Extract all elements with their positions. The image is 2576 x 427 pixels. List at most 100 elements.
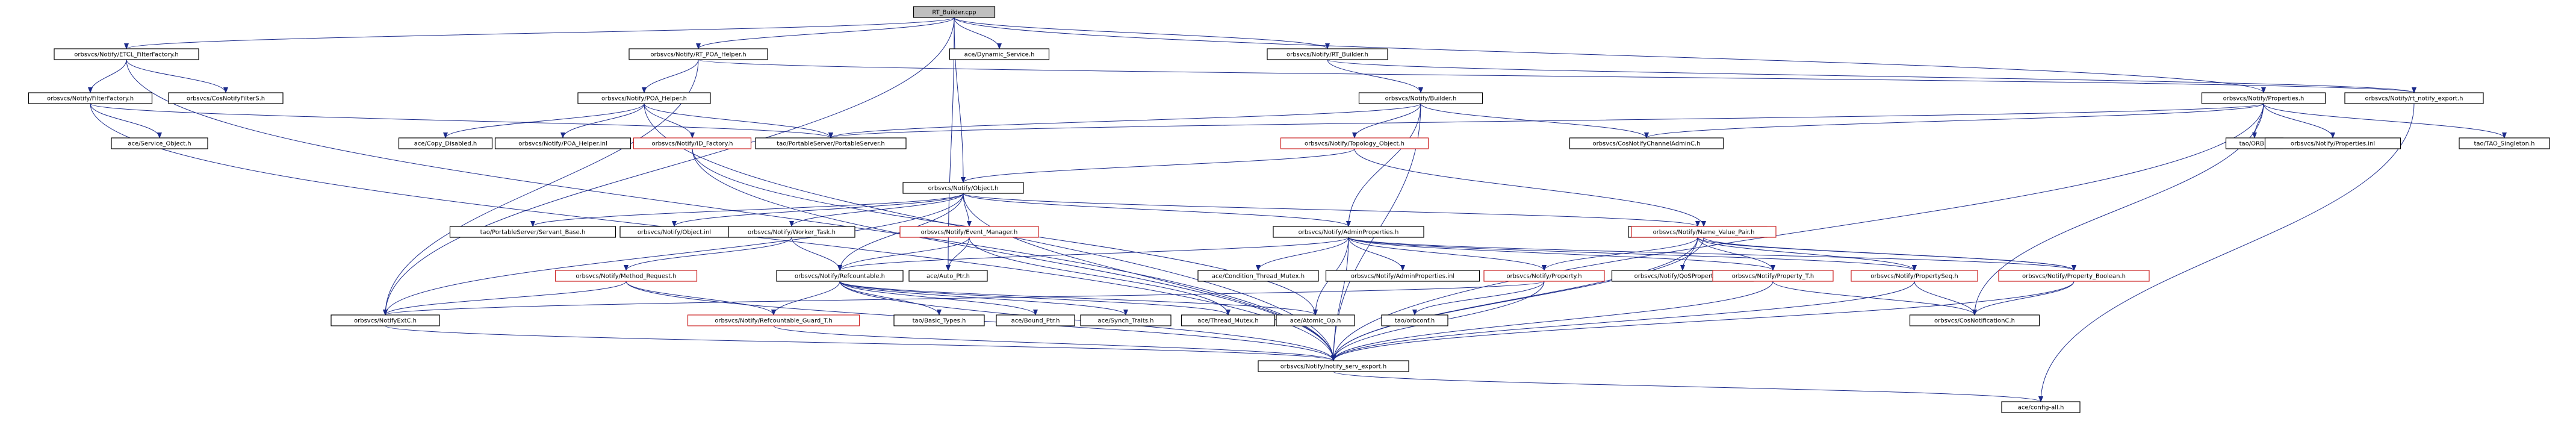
node-worker_task[interactable]: orbsvcs/Notify/Worker_Task.h (728, 226, 855, 238)
node-dynamic_service[interactable]: ace/Dynamic_Service.h (949, 48, 1050, 60)
node-synch_traits[interactable]: ace/Synch_Traits.h (1080, 314, 1172, 326)
edge-filterfactory-to-portableserver (90, 103, 833, 139)
node-box (902, 182, 1024, 194)
node-portableserver[interactable]: tao/PortableServer/PortableServer.h (755, 137, 907, 149)
node-box (168, 92, 284, 104)
node-cosnotificationc[interactable]: orbsvcs/CosNotificationC.h (1909, 314, 2040, 326)
node-box (1197, 270, 1319, 282)
node-property_boolean[interactable]: orbsvcs/Notify/Property_Boolean.h (1998, 270, 2150, 282)
node-basic_types[interactable]: tao/Basic_Types.h (893, 314, 985, 326)
node-id_factory[interactable]: orbsvcs/Notify/ID_Factory.h (633, 137, 752, 149)
edge-poa_helper-to-copy_disabled (443, 103, 645, 139)
node-extc[interactable]: orbsvcs/NotifyExtC.h (331, 314, 440, 326)
node-label: orbsvcs/Notify/Property_T.h (1732, 273, 1814, 280)
node-rt_notify_export[interactable]: orbsvcs/Notify/rt_notify_export.h (2344, 92, 2484, 104)
node-condition_thread_mutex[interactable]: ace/Condition_Thread_Mutex.h (1197, 270, 1319, 282)
node-name_value_pair[interactable]: orbsvcs/Notify/Name_Value_Pair.h (1631, 226, 1777, 238)
node-label: orbsvcs/Notify/Property_Boolean.h (2022, 273, 2126, 280)
node-etcl_filterfactory[interactable]: orbsvcs/Notify/ETCL_FilterFactory.h (54, 48, 199, 60)
node-box (1569, 137, 1724, 149)
node-label: orbsvcs/Notify/Method_Request.h (576, 273, 676, 280)
node-label: orbsvcs/Notify/Properties.h (2223, 96, 2304, 102)
edge-rt_builder_cpp-to-extc (383, 17, 955, 316)
node-properties_h[interactable]: orbsvcs/Notify/Properties.h (2201, 92, 2326, 104)
node-label: orbsvcs/Notify/Object.h (928, 185, 999, 192)
node-adminproperties[interactable]: orbsvcs/Notify/AdminProperties.h (1273, 226, 1424, 238)
node-orbconf[interactable]: tao/orbconf.h (1381, 314, 1448, 326)
edge-rt_builder_cpp-to-etcl_filterfactory (124, 17, 955, 49)
node-property_h[interactable]: orbsvcs/Notify/Property.h (1483, 270, 1605, 282)
node-cosnotifyfilters[interactable]: orbsvcs/CosNotifyFilterS.h (168, 92, 284, 104)
edge-adminproperties-to-condition_thread_mutex (1256, 237, 1349, 271)
node-label: orbsvcs/Notify/notify_serv_export.h (1280, 364, 1386, 370)
node-refcountable[interactable]: orbsvcs/Notify/Refcountable.h (776, 270, 904, 282)
node-label: orbsvcs/Notify/Builder.h (1385, 96, 1457, 102)
node-adminproperties_inl[interactable]: orbsvcs/Notify/AdminProperties.inl (1325, 270, 1480, 282)
node-label: orbsvcs/Notify/POA_Helper.inl (518, 141, 607, 148)
edge-adminproperties-to-property_h (1348, 237, 1547, 271)
node-auto_ptr[interactable]: ace/Auto_Ptr.h (908, 270, 988, 282)
node-box (899, 226, 1039, 238)
node-box (28, 92, 153, 104)
edge-name_value_pair-to-notify_serv_export (1331, 237, 1704, 361)
edge-adminproperties-to-refcountable (837, 237, 1349, 271)
node-filterfactory[interactable]: orbsvcs/Notify/FilterFactory.h (28, 92, 153, 104)
node-service_object[interactable]: ace/Service_Object.h (111, 137, 208, 149)
edge-event_manager-to-thread_mutex (969, 237, 1231, 316)
node-box (2001, 401, 2081, 413)
node-label: RT_Builder.cpp (932, 10, 976, 16)
node-atomic_op[interactable]: ace/Atomic_Op.h (1276, 314, 1355, 326)
node-thread_mutex[interactable]: ace/Thread_Mutex.h (1181, 314, 1276, 326)
edge-object_h-to-event_manager (963, 193, 972, 227)
node-rt_poa_helper[interactable]: orbsvcs/Notify/RT_POA_Helper.h (628, 48, 768, 60)
node-box (2344, 92, 2484, 104)
node-event_manager[interactable]: orbsvcs/Notify/Event_Manager.h (899, 226, 1039, 238)
edge-topology_object-to-object_h (961, 148, 1355, 183)
node-box (577, 92, 711, 104)
node-label: tao/PortableServer/Servant_Base.h (480, 229, 586, 236)
edges-layer (88, 17, 2507, 402)
edge-object_h-to-object_inl (672, 193, 964, 227)
node-property_t[interactable]: orbsvcs/Notify/Property_T.h (1712, 270, 1834, 282)
node-poa_helper_inl[interactable]: orbsvcs/Notify/POA_Helper.inl (494, 137, 632, 149)
node-object_h[interactable]: orbsvcs/Notify/Object.h (902, 182, 1024, 194)
node-method_request[interactable]: orbsvcs/Notify/Method_Request.h (554, 270, 698, 282)
node-notify_serv_export[interactable]: orbsvcs/Notify/notify_serv_export.h (1258, 360, 1409, 372)
edge-rt_poa_helper-to-extc (383, 59, 699, 316)
edge-builder_h-to-topology_object (1352, 103, 1421, 139)
node-builder_h[interactable]: orbsvcs/Notify/Builder.h (1358, 92, 1483, 104)
node-topology_object[interactable]: orbsvcs/Notify/Topology_Object.h (1280, 137, 1429, 149)
node-box (1909, 314, 2040, 326)
node-box (54, 48, 199, 60)
node-poa_helper[interactable]: orbsvcs/Notify/POA_Helper.h (577, 92, 711, 104)
node-box (755, 137, 907, 149)
node-copy_disabled[interactable]: ace/Copy_Disabled.h (398, 137, 493, 149)
node-box (949, 48, 1050, 60)
node-rt_builder_cpp: RT_Builder.cpp (913, 6, 996, 18)
node-object_inl[interactable]: orbsvcs/Notify/Object.inl (619, 226, 729, 238)
edge-refcountable-to-thread_mutex (839, 281, 1231, 316)
node-refcountable_guard[interactable]: orbsvcs/Notify/Refcountable_Guard_T.h (687, 314, 860, 326)
node-tao_singleton[interactable]: tao/TAO_Singleton.h (2459, 137, 2550, 149)
node-config_all[interactable]: ace/config-all.h (2001, 401, 2081, 413)
node-label: orbsvcs/Notify/rt_notify_export.h (2365, 96, 2463, 102)
edge-propertyseq-to-notify_serv_export (1331, 281, 1915, 361)
node-label: orbsvcs/NotifyExtC.h (354, 318, 417, 325)
node-box (628, 48, 768, 60)
edge-property_boolean-to-cosnotificationc (1972, 281, 2075, 316)
node-propertyseq[interactable]: orbsvcs/Notify/PropertySeq.h (1851, 270, 1978, 282)
node-label: orbsvcs/Notify/AdminProperties.inl (1351, 273, 1454, 280)
node-box (728, 226, 855, 238)
node-rt_builder_h[interactable]: orbsvcs/Notify/RT_Builder.h (1267, 48, 1388, 60)
node-label: ace/Thread_Mutex.h (1197, 318, 1258, 325)
node-label: orbsvcs/Notify/PropertySeq.h (1870, 273, 1958, 280)
node-servant_base[interactable]: tao/PortableServer/Servant_Base.h (449, 226, 616, 238)
node-bound_ptr[interactable]: ace/Bound_Ptr.h (996, 314, 1075, 326)
node-properties_inl[interactable]: orbsvcs/Notify/Properties.inl (2264, 137, 2401, 149)
node-cosnotifychanneladmin[interactable]: orbsvcs/CosNotifyChannelAdminC.h (1569, 137, 1724, 149)
node-label: orbsvcs/Notify/Property.h (1506, 273, 1581, 280)
edge-rt_builder_cpp-to-rt_poa_helper (696, 17, 955, 49)
edge-etcl_filterfactory-to-filterfactory (88, 59, 127, 93)
edge-rt_builder_cpp-to-properties_h (954, 17, 2266, 93)
